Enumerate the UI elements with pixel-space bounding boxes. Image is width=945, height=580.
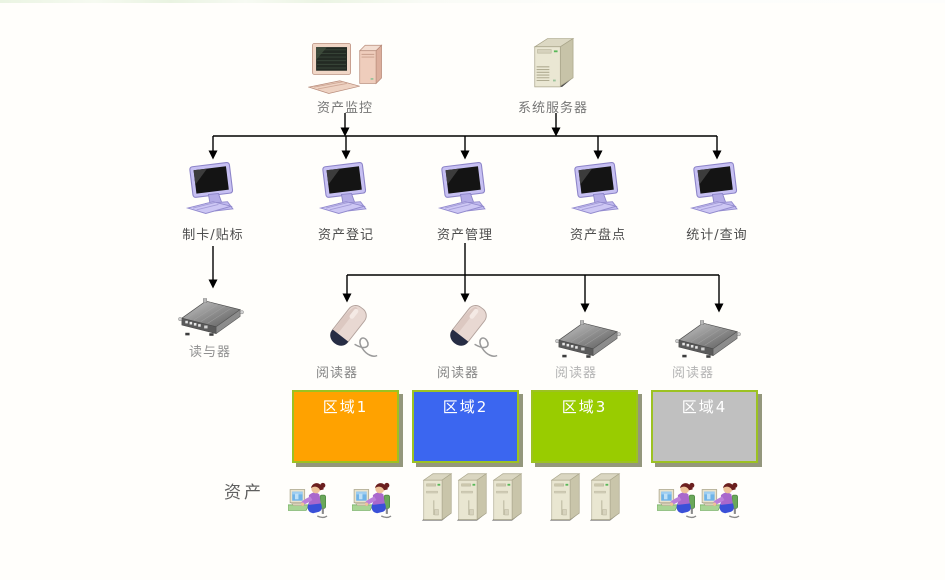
tower-pc-icon — [588, 471, 623, 526]
top-border-strip — [0, 0, 945, 3]
person-at-computer-icon — [657, 472, 703, 528]
reader-writer-label: 读与器 — [188, 345, 232, 360]
tower-pc-icon — [455, 471, 490, 526]
zone-box-1: 区域1 — [292, 390, 399, 463]
workstation-label-statistics: 统计/查询 — [686, 228, 748, 243]
server-tower-icon — [527, 34, 579, 96]
asset-monitor-label: 资产监控 — [316, 101, 374, 116]
fixed-reader-icon — [552, 316, 624, 361]
workstation-icon — [687, 160, 747, 218]
tower-pc-icon — [490, 471, 525, 526]
workstation-icon — [568, 160, 628, 218]
fixed-reader-icon — [175, 294, 247, 339]
zone-box-2: 区域2 — [412, 390, 519, 463]
fixed-reader-icon — [672, 316, 744, 361]
tower-pc-icon — [420, 471, 455, 526]
workstation-icon — [316, 160, 376, 218]
zone-box-3: 区域3 — [531, 390, 638, 463]
zone-label-3: 区域3 — [561, 398, 608, 416]
workstation-label-registration: 资产登记 — [317, 228, 375, 243]
workstation-label-cardmaking: 制卡/贴标 — [182, 228, 244, 243]
workstation-label-inventory: 资产盘点 — [569, 228, 627, 243]
reader-label-2: 阅读器 — [436, 366, 480, 381]
reader-label-4: 阅读器 — [671, 366, 715, 381]
workstation-label-management: 资产管理 — [436, 228, 494, 243]
assets-label: 资产 — [224, 483, 264, 503]
person-at-computer-icon — [352, 472, 398, 528]
person-at-computer-icon — [700, 472, 746, 528]
zone-label-4: 区域4 — [681, 398, 728, 416]
zone-box-4: 区域4 — [651, 390, 758, 463]
handheld-scanner-icon — [437, 301, 499, 363]
person-at-computer-icon — [288, 472, 334, 528]
handheld-scanner-icon — [317, 301, 379, 363]
tower-pc-icon — [548, 471, 583, 526]
desktop-pc-icon — [308, 38, 386, 98]
system-server-label: 系统服务器 — [517, 101, 589, 116]
zone-label-1: 区域1 — [322, 398, 369, 416]
reader-label-1: 阅读器 — [315, 366, 359, 381]
reader-label-3: 阅读器 — [554, 366, 598, 381]
zone-label-2: 区域2 — [442, 398, 489, 416]
workstation-icon — [183, 160, 243, 218]
workstation-icon — [435, 160, 495, 218]
